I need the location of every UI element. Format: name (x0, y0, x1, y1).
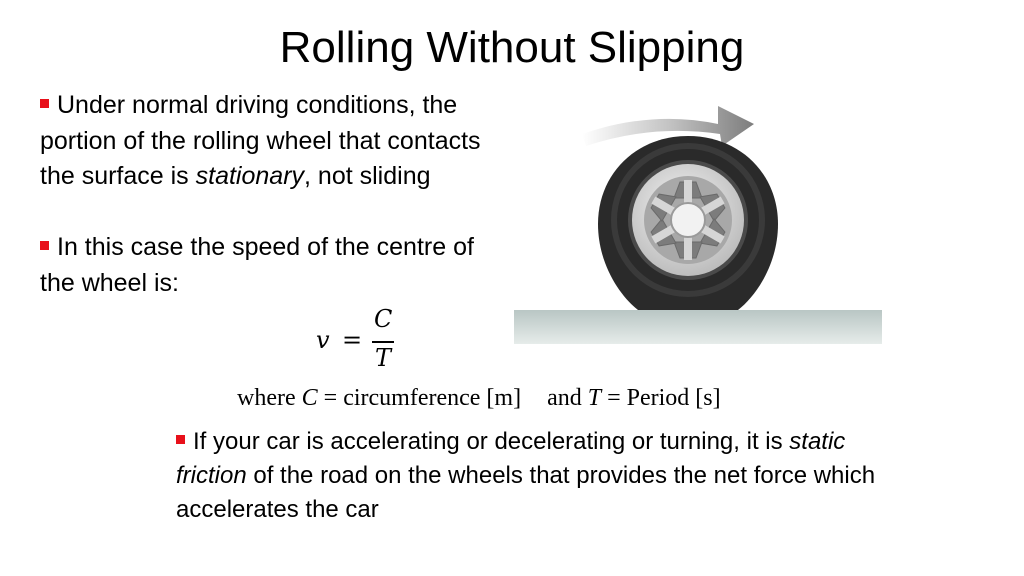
ground-surface (514, 310, 882, 344)
bullet-emphasis-stationary: stationary (195, 162, 305, 190)
bullet-stationary-contact: Under normal driving conditions, the por… (40, 88, 510, 195)
bullet-square-icon (40, 241, 49, 250)
tire-icon (598, 136, 778, 310)
formula-denominator: T (375, 344, 392, 372)
bullet-text-after: of the road on the wheels that provides … (176, 462, 876, 523)
symbol-t: T (587, 385, 602, 411)
bullet-text-after: , not sliding (304, 162, 431, 190)
formula-numerator: C (374, 305, 393, 333)
bullet-emphasis-static-friction: static friction (176, 428, 846, 489)
symbol-c: C (301, 385, 318, 411)
where-prefix: where (237, 385, 302, 411)
rotation-arrow-icon (582, 106, 754, 146)
fraction-bar (372, 341, 394, 343)
bullet-square-icon (40, 99, 49, 108)
definition-c: = circumference [m] (317, 385, 522, 411)
bullet-square-icon (176, 435, 185, 444)
definition-t: = Period [s] (601, 385, 721, 411)
bullet-static-friction: If your car is accelerating or decelerat… (176, 425, 876, 527)
conjunction-and: and (547, 385, 588, 411)
rolling-tire-illustration (514, 106, 882, 344)
bullet-text-before: If your car is accelerating or decelerat… (193, 428, 790, 455)
variable-definitions: where C = circumference [m] and T = Perio… (237, 383, 857, 413)
formula-lhs: v (316, 326, 330, 354)
bullet-text: In this case the speed of the centre of … (40, 233, 474, 297)
speed-formula: v = C T (314, 305, 424, 375)
bullet-text-before: Under normal driving conditions, the por… (40, 91, 481, 190)
formula-equals: = (342, 326, 363, 354)
bullet-wheel-speed: In this case the speed of the centre of … (40, 230, 480, 301)
slide-title: Rolling Without Slipping (279, 23, 745, 72)
